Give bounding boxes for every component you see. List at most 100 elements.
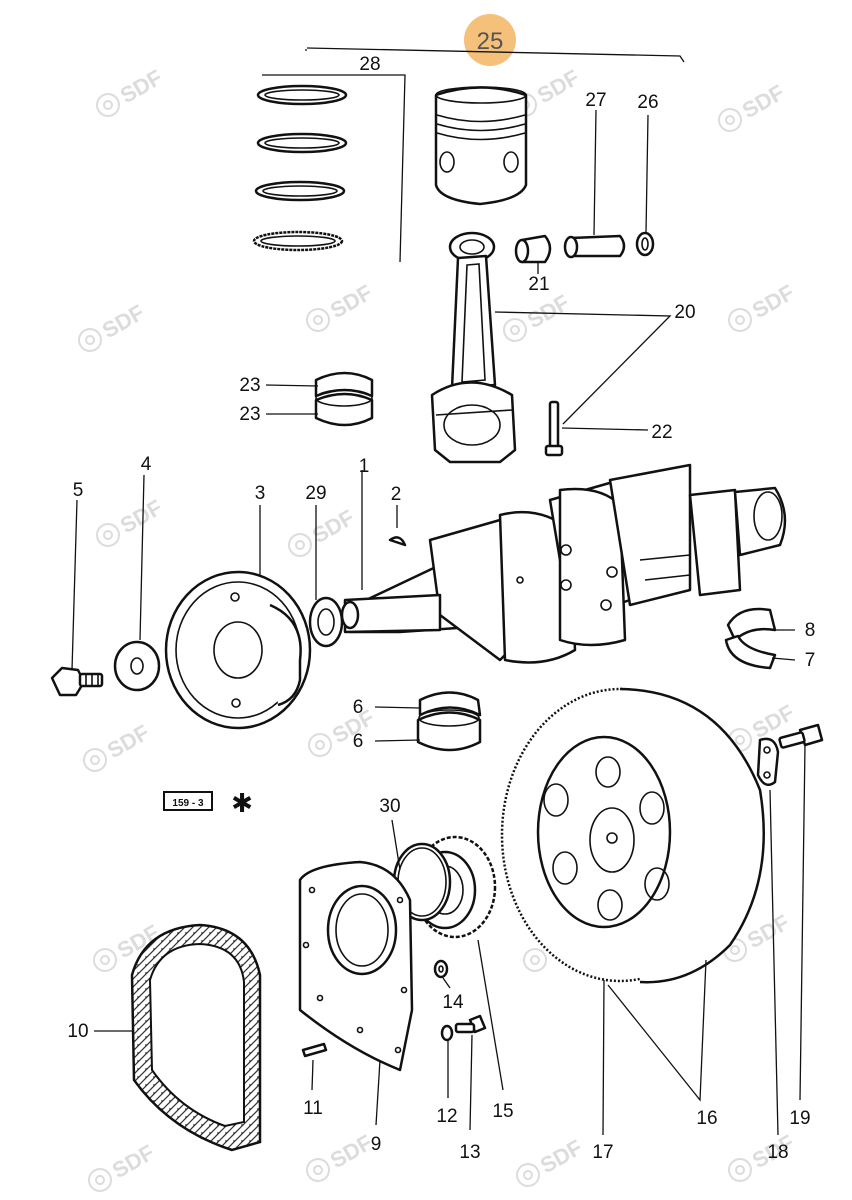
watermark-mark: SDF <box>511 1135 587 1192</box>
watermark-mark: SDF <box>301 1130 377 1187</box>
circlip <box>635 231 655 257</box>
svg-text:SDF: SDF <box>738 80 789 124</box>
asterisk-symbol: ✱ <box>231 789 253 819</box>
watermark-mark: SDF <box>283 505 358 562</box>
piston-rings <box>252 84 348 252</box>
callout-20: 20 <box>674 302 695 323</box>
callout-21: 21 <box>528 274 549 295</box>
callout-5: 5 <box>73 480 84 501</box>
woodruff-key <box>388 536 407 547</box>
callout-22: 22 <box>651 422 672 443</box>
main-bearing-shells <box>416 691 482 752</box>
watermark-mark: SDF <box>73 300 149 357</box>
watermark-mark: SDF <box>303 705 378 762</box>
callout-4: 4 <box>141 454 152 475</box>
leader-7 <box>771 657 796 661</box>
reference-box: 159 - 3 <box>163 791 213 811</box>
leader-27 <box>593 109 597 236</box>
crank-pulley <box>164 570 312 730</box>
leader-14 <box>442 977 451 989</box>
crankshaft <box>343 463 787 664</box>
svg-text:SDF: SDF <box>523 290 574 334</box>
leader-4 <box>139 474 145 641</box>
pulley-bolt <box>50 666 104 697</box>
callout-15: 15 <box>492 1101 513 1122</box>
leader-11 <box>311 1059 314 1091</box>
svg-text:SDF: SDF <box>108 1140 159 1184</box>
svg-text:SDF: SDF <box>533 65 584 109</box>
leader-30 <box>391 819 401 871</box>
svg-text:SDF: SDF <box>536 1135 587 1179</box>
svg-text:SDF: SDF <box>326 280 377 324</box>
callout-23b: 23 <box>239 404 260 425</box>
leader-26 <box>645 114 649 234</box>
callout-12: 12 <box>436 1106 457 1127</box>
callout-26: 26 <box>637 92 658 113</box>
leader-6b <box>374 739 421 742</box>
connecting-rod <box>430 231 517 464</box>
callout-2: 2 <box>391 484 402 505</box>
thrust-washers <box>724 607 777 670</box>
callout-16: 16 <box>696 1108 717 1129</box>
callout-29: 29 <box>305 483 326 504</box>
lock-washer <box>440 1024 454 1042</box>
svg-text:SDF: SDF <box>116 495 167 539</box>
watermark-mark: SDF <box>301 280 377 337</box>
rod-bearing-shells <box>314 371 374 427</box>
piston-pin <box>563 234 626 259</box>
svg-text:SDF: SDF <box>748 280 799 324</box>
rear-seal-housing <box>298 860 414 1072</box>
watermark-mark: SDF <box>713 80 789 137</box>
leader-18 <box>769 789 779 1136</box>
flywheel-bolt <box>778 723 824 749</box>
callout-1: 1 <box>359 456 370 477</box>
watermark-mark: SDF <box>83 1140 159 1197</box>
leader-17 <box>602 979 605 1136</box>
leader-16 <box>607 959 707 1102</box>
watermark-mark: SDF <box>498 290 574 347</box>
page-number-badge: 25 <box>464 14 516 66</box>
watermark-mark: SDF <box>91 65 167 122</box>
dowel-pin <box>301 1042 328 1058</box>
callout-11: 11 <box>303 1098 323 1119</box>
piston <box>434 86 528 206</box>
svg-text:SDF: SDF <box>743 910 794 954</box>
callout-3: 3 <box>255 483 266 504</box>
front-seal-ring <box>308 596 360 648</box>
leader-20 <box>494 311 672 425</box>
page-number-circle <box>464 14 516 66</box>
svg-text:SDF: SDF <box>116 65 167 109</box>
callout-17: 17 <box>592 1142 613 1163</box>
svg-text:SDF: SDF <box>103 720 154 764</box>
callout-30: 30 <box>379 796 400 817</box>
small-end-bushing <box>514 234 552 264</box>
leader-23a <box>265 384 319 387</box>
leader-15 <box>477 939 504 1091</box>
callout-7: 7 <box>805 650 816 671</box>
leader-13 <box>469 1034 473 1131</box>
callout-27: 27 <box>585 90 606 111</box>
svg-text:SDF: SDF <box>98 300 149 344</box>
svg-text:SDF: SDF <box>326 1130 377 1174</box>
page-number-label: 25 <box>477 28 504 55</box>
housing-gasket <box>130 923 262 1152</box>
leader-19 <box>799 744 806 1101</box>
watermark-mark: SDF <box>723 280 799 337</box>
pulley-washer <box>113 640 161 692</box>
watermark-mark: SDF <box>91 495 167 552</box>
flywheel <box>500 687 765 984</box>
leader-6a <box>374 706 421 709</box>
callout-8: 8 <box>805 620 816 641</box>
callout-18: 18 <box>767 1142 788 1163</box>
callout-13: 13 <box>459 1142 480 1163</box>
bolt-lock-plate <box>756 737 780 787</box>
reference-box-text: 159 - 3 <box>172 798 204 809</box>
assembly-bracket-line <box>305 47 685 63</box>
callout-28: 28 <box>359 54 380 75</box>
housing-bolt <box>454 1014 487 1034</box>
leader-5 <box>71 499 78 671</box>
callout-6a: 6 <box>353 697 364 718</box>
callout-10: 10 <box>67 1021 88 1042</box>
housing-washer <box>433 959 449 979</box>
